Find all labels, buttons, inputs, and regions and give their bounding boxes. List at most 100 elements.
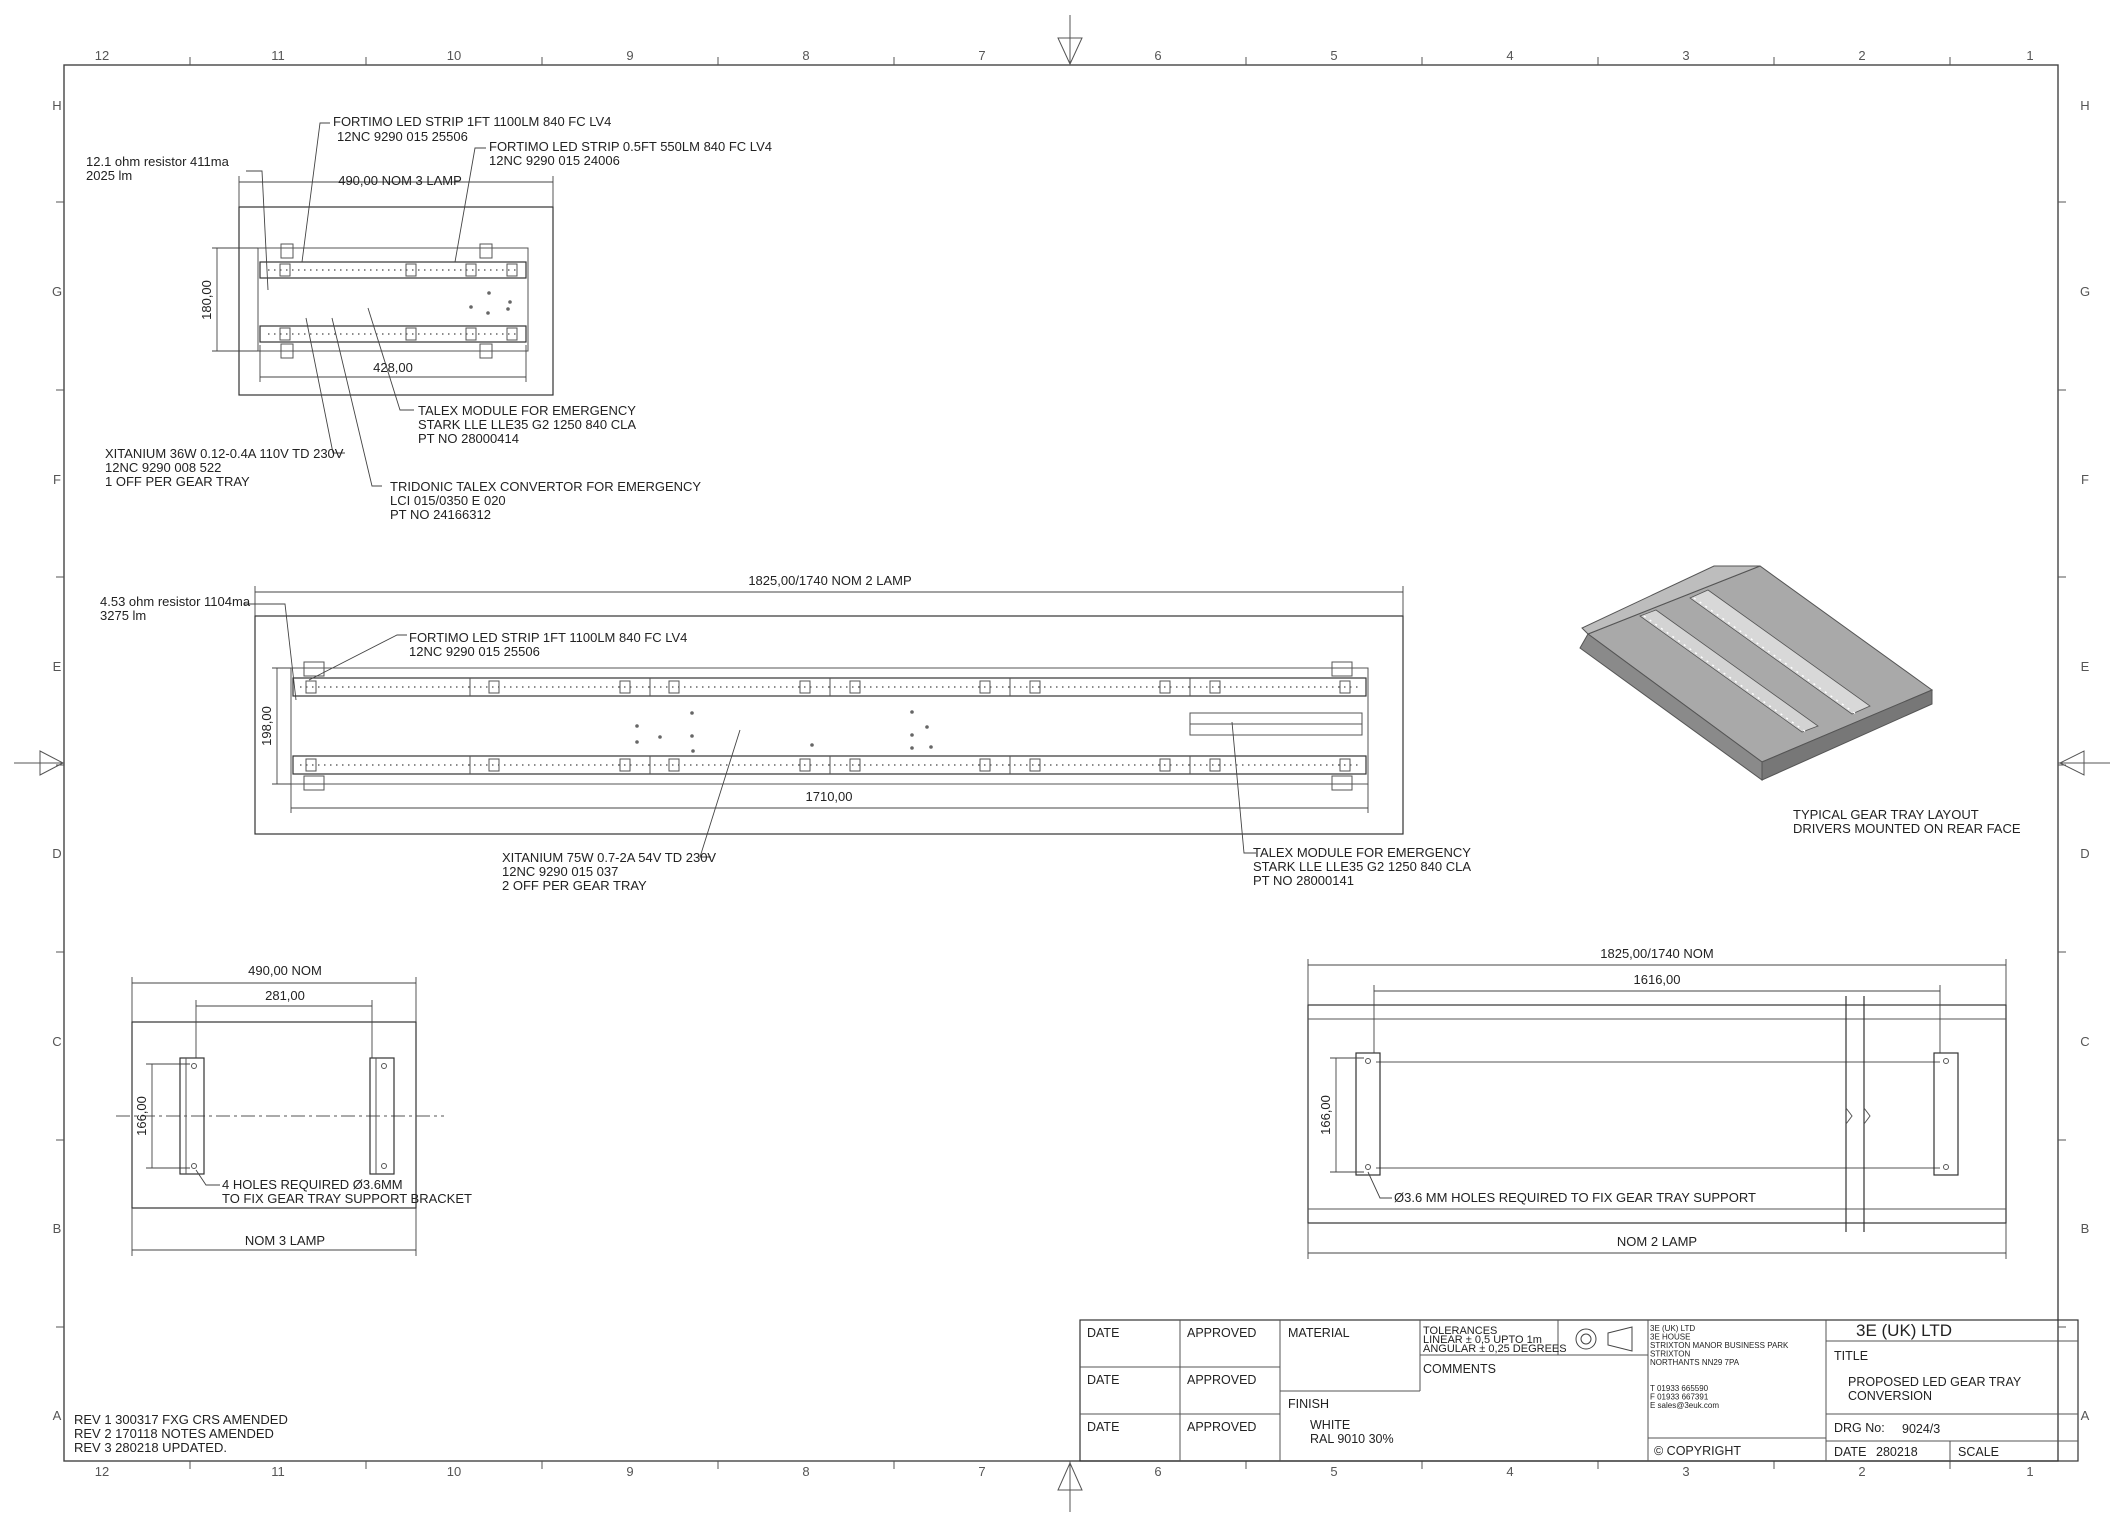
tb-company: 3E (UK) LTD (1856, 1321, 1952, 1340)
grid-column-label: 4 (1506, 1464, 1513, 1479)
tb-address-line: STRIXTON (1650, 1350, 1691, 1359)
v2-xitanium-line1: XITANIUM 75W 0.7-2A 54V TD 230V (502, 850, 716, 865)
tb-drg-label: DRG No: (1834, 1421, 1885, 1435)
iso-caption-line2: DRIVERS MOUNTED ON REAR FACE (1793, 821, 2021, 836)
grid-column-label: 11 (271, 48, 285, 63)
grid-column-label: 9 (626, 48, 633, 63)
grid-row-label: F (53, 472, 61, 487)
tb-drg-number: 9024/3 (1902, 1422, 1940, 1436)
iso-caption-line1: TYPICAL GEAR TRAY LAYOUT (1793, 807, 1979, 822)
grid-column-label: 6 (1154, 48, 1161, 63)
tb-date-label-2: DATE (1087, 1373, 1119, 1387)
tb-comments-label: COMMENTS (1423, 1362, 1496, 1376)
v3-holes-line1: 4 HOLES REQUIRED Ø3.6MM (222, 1177, 403, 1192)
tb-date-label-3: DATE (1087, 1420, 1119, 1434)
title-block: DATE APPROVED DATE APPROVED DATE APPROVE… (1079, 1319, 2079, 1462)
v2-xitanium-line2: 12NC 9290 015 037 (502, 864, 618, 879)
grid-row-label: H (2080, 98, 2089, 113)
tb-date-label-1: DATE (1087, 1326, 1119, 1340)
v1-talex-line2: STARK LLE LLE35 G2 1250 840 CLA (418, 417, 636, 432)
v2-talex-line3: PT NO 28000141 (1253, 873, 1354, 888)
grid-column-label: 4 (1506, 48, 1513, 63)
grid-column-label: 12 (95, 48, 109, 63)
v2-resistor-line2: 3275 lm (100, 608, 146, 623)
tb-tolerances-linear: LINEAR ± 0,5 UPTO 1m (1423, 1334, 1542, 1346)
grid-column-label: 9 (626, 1464, 633, 1479)
grid-column-label: 10 (447, 1464, 461, 1479)
grid-row-label: E (2081, 659, 2090, 674)
tb-title-line1: PROPOSED LED GEAR TRAY (1848, 1375, 2022, 1389)
grid-row-label: A (2081, 1408, 2090, 1423)
tb-address-line: STRIXTON MANOR BUSINESS PARK (1650, 1341, 1789, 1350)
view-3-lamp-bracket-layout: 490,00 NOM 281,00 166,00 NOM 3 LAMP 4 HO… (116, 963, 472, 1256)
tb-title-line2: CONVERSION (1848, 1389, 1932, 1403)
tb-tolerances-title: TOLERANCES (1423, 1325, 1497, 1337)
v1-width-dim: 490,00 NOM 3 LAMP (338, 173, 462, 188)
tb-copyright: © COPYRIGHT (1654, 1444, 1741, 1458)
v2-resistor-line1: 4.53 ohm resistor 1104ma (100, 594, 251, 609)
view-3-lamp-tray: 490,00 NOM 3 LAMP 180,00 428,00 FORTIMO … (86, 114, 772, 522)
grid-column-label: 3 (1682, 48, 1689, 63)
grid-column-label: 12 (95, 1464, 109, 1479)
grid-column-label: 1 (2026, 48, 2033, 63)
v3-bottom-dim: NOM 3 LAMP (245, 1233, 325, 1248)
v4-height-dim: 166,00 (1318, 1095, 1333, 1135)
grid-column-label: 2 (1858, 48, 1865, 63)
v2-strip-line2: 12NC 9290 015 25506 (409, 644, 540, 659)
tb-approved-label-1: APPROVED (1187, 1326, 1256, 1340)
tb-contact-line: T 01933 665590 (1650, 1384, 1709, 1393)
v1-tridonic-line2: LCI 015/0350 E 020 (390, 493, 506, 508)
isometric-gear-tray: TYPICAL GEAR TRAY LAYOUT DRIVERS MOUNTED… (1579, 565, 2021, 836)
grid-row-label: C (52, 1034, 61, 1049)
v4-holes-note: Ø3.6 MM HOLES REQUIRED TO FIX GEAR TRAY … (1394, 1190, 1756, 1205)
grid-row-label: G (2080, 284, 2090, 299)
grid-column-label: 3 (1682, 1464, 1689, 1479)
v4-bottom-dim: NOM 2 LAMP (1617, 1234, 1697, 1249)
tb-finish-line1: WHITE (1310, 1418, 1350, 1432)
view-2-lamp-tray: 1825,00/1740 NOM 2 LAMP 198,00 1710,00 4… (100, 573, 1471, 893)
v1-strip2-line2: 12NC 9290 015 24006 (489, 153, 620, 168)
revision-line: REV 1 300317 FXG CRS AMENDED (74, 1412, 288, 1427)
tb-approved-label-2: APPROVED (1187, 1373, 1256, 1387)
grid-row-label: A (53, 1408, 62, 1423)
tb-address-line: 3E (UK) LTD (1650, 1324, 1695, 1333)
grid-column-label: 6 (1154, 1464, 1161, 1479)
v3-outer-dim: 490,00 NOM (248, 963, 322, 978)
grid-column-label: 5 (1330, 48, 1337, 63)
v2-height-dim: 198,00 (259, 706, 274, 746)
v1-resistor-line1: 12.1 ohm resistor 411ma (86, 154, 230, 169)
v1-xitanium-line2: 12NC 9290 008 522 (105, 460, 221, 475)
v1-talex-line3: PT NO 28000414 (418, 431, 519, 446)
v2-inner-dim: 1710,00 (806, 789, 853, 804)
v1-resistor-line2: 2025 lm (86, 168, 132, 183)
grid-row-label: C (2080, 1034, 2089, 1049)
tb-contact-line: E sales@3euk.com (1650, 1401, 1719, 1410)
grid-row-label: D (2080, 846, 2089, 861)
tb-title-label: TITLE (1834, 1349, 1868, 1363)
grid-column-label: 11 (271, 1464, 285, 1479)
grid-column-label: 8 (802, 48, 809, 63)
tb-date-title-label: DATE (1834, 1445, 1866, 1459)
grid-column-label: 1 (2026, 1464, 2033, 1479)
v2-talex-line2: STARK LLE LLE35 G2 1250 840 CLA (1253, 859, 1471, 874)
tb-address-line: 3E HOUSE (1650, 1333, 1690, 1342)
grid-row-label: B (53, 1221, 62, 1236)
v3-holes-line2: TO FIX GEAR TRAY SUPPORT BRACKET (222, 1191, 472, 1206)
tb-material-label: MATERIAL (1288, 1326, 1350, 1340)
v1-talex-line1: TALEX MODULE FOR EMERGENCY (418, 403, 636, 418)
v1-xitanium-line3: 1 OFF PER GEAR TRAY (105, 474, 250, 489)
v1-height-dim: 180,00 (199, 280, 214, 320)
v1-inner-dim: 428,00 (373, 360, 413, 375)
v1-xitanium-line1: XITANIUM 36W 0.12-0.4A 110V TD 230V (105, 446, 344, 461)
drawing-border (14, 15, 2110, 1512)
v1-strip1-line2: 12NC 9290 015 25506 (337, 129, 468, 144)
grid-column-label: 2 (1858, 1464, 1865, 1479)
grid-row-label: H (52, 98, 61, 113)
grid-row-label: E (53, 659, 62, 674)
